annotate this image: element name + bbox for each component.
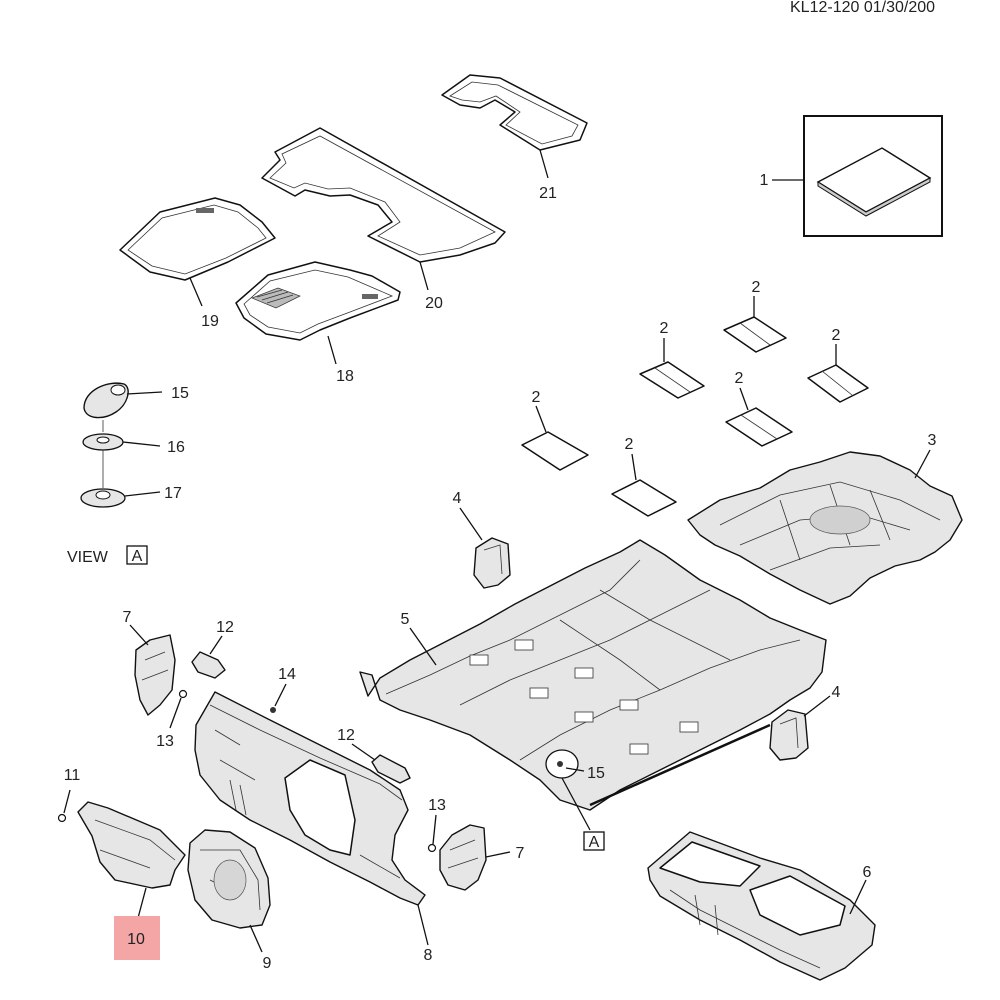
callout-4-upper: 4 [453,490,462,507]
part-12-lower-clip [371,754,411,784]
view-a-label: VIEW [67,549,109,566]
callout-4-lower: 4 [832,684,841,701]
part-2-pad-f [611,479,677,517]
view-a-letter-box [126,545,148,565]
callout-2-c: 2 [832,327,841,344]
callout-3: 3 [928,432,937,449]
part-17-retainer-base [80,488,126,508]
part-12-upper-clip [191,651,226,679]
callout-a-letter: A [589,834,600,851]
callout-10: 10 [127,931,145,948]
callout-13-lower: 13 [428,797,446,814]
part-4-upper-bracket [473,537,511,589]
part-4-lower-bracket [769,709,809,761]
callout-15-view-a: 15 [171,385,189,402]
callout-7-right: 7 [516,845,525,862]
part-16-retainer-washer [82,433,124,451]
part-21-floor-mat [441,74,588,151]
callout-2-a: 2 [752,279,761,296]
callout-14: 14 [278,666,296,683]
part-13-lower-fastener [427,843,437,853]
callout-5: 5 [401,611,410,628]
part-14-fastener [270,707,276,713]
part-7-right-side-panel [439,824,487,891]
callout-2-d: 2 [735,370,744,387]
part-2-pad-d [725,407,793,447]
callout-7-left: 7 [123,609,132,626]
callout-18: 18 [336,368,354,385]
part-9-wheel-house-insulator [187,829,271,929]
callout-2-f: 2 [625,436,634,453]
callout-8: 8 [424,947,433,964]
part-2-pad-e [521,431,589,471]
diagram-reference-code: KL12-120 01/30/200 [790,0,935,16]
callout-21: 21 [539,185,557,202]
mat-18-grip-pad [251,287,301,309]
callout-6: 6 [863,864,872,881]
callout-12-lower: 12 [337,727,355,744]
part-11-fastener [57,813,67,823]
callout-2-e: 2 [532,389,541,406]
callout-16: 16 [167,439,185,456]
callout-2-b: 2 [660,320,669,337]
part-6-rear-insulator [647,831,876,981]
part-19-floor-mat [119,197,276,281]
callout-1: 1 [760,172,769,189]
callout-9: 9 [263,955,272,972]
part-3-rear-floor-insulator [687,451,963,605]
part-10-lower-insulator [77,801,186,889]
callout-12-upper: 12 [216,619,234,636]
part-18-floor-mat [235,261,401,341]
callout-19: 19 [201,313,219,330]
callout-20: 20 [425,295,443,312]
view-a-callout-box [583,831,605,851]
part-13-upper-fastener [178,689,188,699]
highlighted-callout-box [114,916,160,960]
callout-11: 11 [64,767,81,784]
part-5-floor-carpet [359,539,827,811]
callout-15-carpet: 15 [587,765,605,782]
part-2-pad-a [723,316,787,353]
part-2-pad-b [639,361,705,399]
part-1-insulation-pad [816,147,932,217]
callout-13-upper: 13 [156,733,174,750]
part-15-retainer-cap [83,382,129,419]
view-a-letter: A [132,548,143,565]
part-20-floor-mat [261,127,506,263]
part-7-left-side-panel [134,634,176,716]
part-2-pad-c [807,364,869,403]
part-8-dash-insulator [194,691,426,906]
callout-17: 17 [164,485,182,502]
